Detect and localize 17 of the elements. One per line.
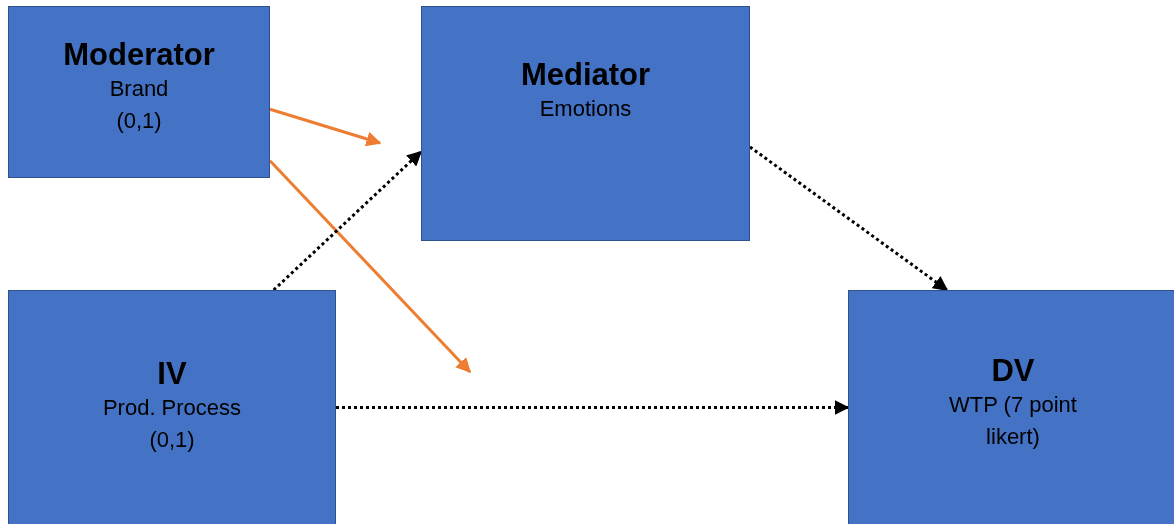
arrow — [749, 145, 949, 292]
arrow — [269, 107, 382, 147]
variable-description: Emotions — [539, 95, 632, 123]
variable-description: Brand (0,1) — [108, 75, 170, 135]
variable-box — [8, 6, 270, 178]
arrow — [336, 400, 850, 416]
variable-title: Moderator — [63, 37, 215, 73]
variable-box — [848, 290, 1174, 524]
variable-title: DV — [991, 353, 1035, 389]
variable-description: Prod. Process (0,1) — [101, 394, 243, 454]
variable-title: Mediator — [520, 57, 651, 93]
variable-box — [421, 6, 750, 241]
variable-title: IV — [157, 356, 187, 392]
arrow — [268, 159, 472, 374]
arrow — [272, 150, 423, 292]
variable-description: WTP (7 point likert) — [948, 391, 1078, 451]
variable-box — [8, 290, 336, 524]
